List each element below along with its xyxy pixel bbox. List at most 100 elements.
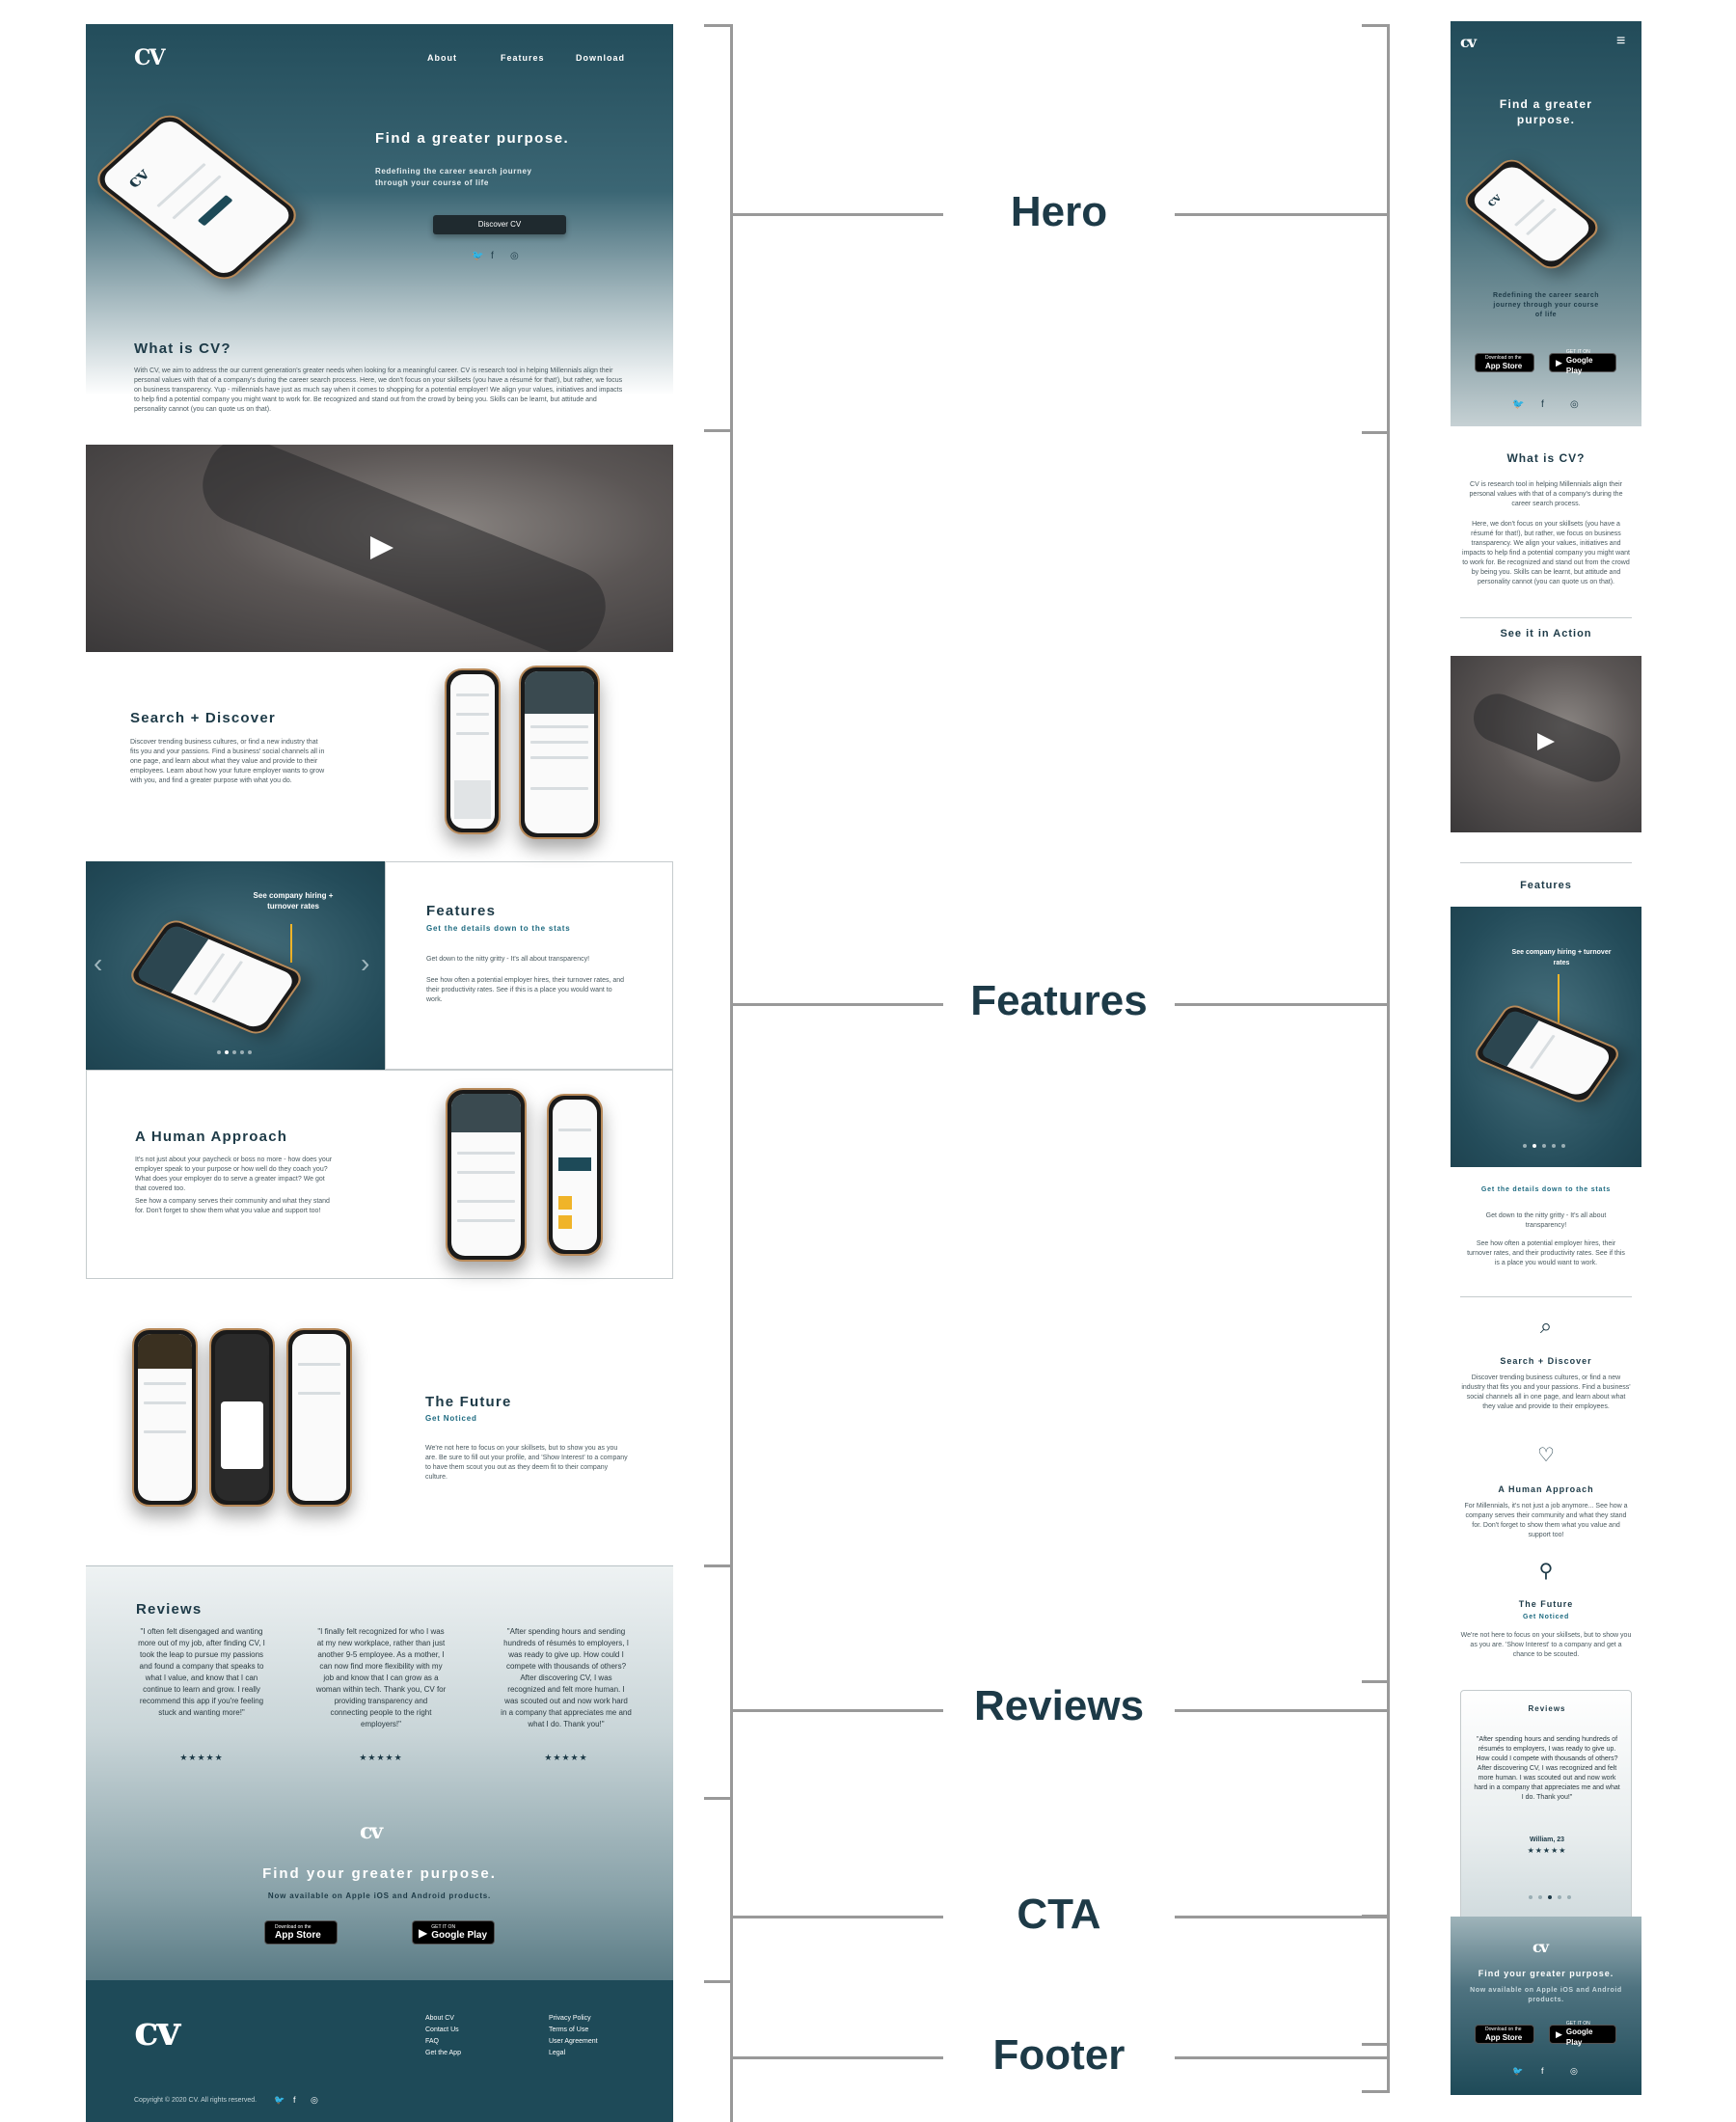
- reviews-title: Reviews: [136, 1601, 203, 1618]
- carousel-prev-arrow[interactable]: ‹: [94, 948, 103, 978]
- carousel-dot-1[interactable]: [217, 1050, 221, 1054]
- carousel-dot-5[interactable]: [248, 1050, 252, 1054]
- footer-logo[interactable]: cv: [134, 2007, 180, 2054]
- mobile-what-p1: CV is research tool in helping Millennia…: [1469, 481, 1623, 507]
- hamburger-menu-icon[interactable]: ≡: [1616, 33, 1626, 49]
- play-icon[interactable]: [370, 536, 393, 559]
- carousel-dot-3[interactable]: [232, 1050, 236, 1054]
- m-review-dot-5[interactable]: [1567, 1895, 1571, 1899]
- footer-link-legal[interactable]: Legal: [549, 2050, 566, 2056]
- mobile-reviews-title: Reviews: [1528, 1704, 1566, 1713]
- mobile-feature-p2: See how often a potential employer hires…: [1467, 1240, 1625, 1266]
- twitter-icon[interactable]: 🐦: [1512, 399, 1525, 410]
- future-phone-3: [286, 1328, 352, 1507]
- review-3-stars: ★★★★★: [544, 1753, 588, 1762]
- carousel-dot-4[interactable]: [240, 1050, 244, 1054]
- m-review-dot-4[interactable]: [1558, 1895, 1561, 1899]
- mobile-future-subtitle: Get Noticed: [1522, 1614, 1570, 1620]
- mobile-cta-title: Find your greater purpose.: [1478, 1969, 1614, 1978]
- m-review-dot-2[interactable]: [1538, 1895, 1542, 1899]
- cta-subtitle: Now available on Apple iOS and Android p…: [267, 1891, 492, 1900]
- label-hero: Hero: [1010, 188, 1108, 235]
- review-3: "After spending hours and sending hundre…: [501, 1627, 632, 1728]
- footer: cv Copyright © 2020 CV. All rights reser…: [86, 1980, 673, 2122]
- mobile-review-author: William, 23: [1529, 1836, 1565, 1843]
- m-carousel-dot-4[interactable]: [1552, 1144, 1556, 1148]
- cta-title: Find your greater purpose.: [262, 1865, 497, 1882]
- footer-link-terms[interactable]: Terms of Use: [549, 2027, 589, 2033]
- features-carousel: See company hiring + turnover rates ‹ ›: [86, 861, 385, 1070]
- app-store-small: Download on the: [275, 1924, 312, 1930]
- facebook-icon[interactable]: f: [1541, 2066, 1544, 2076]
- mobile-features-title: Features: [1520, 880, 1572, 891]
- m-carousel-dot-3[interactable]: [1542, 1144, 1546, 1148]
- twitter-icon[interactable]: 🐦: [274, 2095, 285, 2105]
- label-reviews: Reviews: [973, 1682, 1145, 1729]
- video-player[interactable]: [86, 445, 673, 652]
- nav-features[interactable]: Features: [501, 53, 545, 63]
- m-review-dot-3[interactable]: [1548, 1895, 1552, 1899]
- footer-link-about[interactable]: About CV: [425, 2015, 454, 2022]
- m-carousel-dot-5[interactable]: [1561, 1144, 1565, 1148]
- mobile-video-player[interactable]: [1451, 656, 1641, 832]
- discover-button[interactable]: Discover CV: [433, 215, 566, 234]
- mobile-hero-subtitle: Redefining the career search journey thr…: [1492, 292, 1600, 318]
- footer-link-agreement[interactable]: User Agreement: [549, 2038, 598, 2045]
- twitter-icon[interactable]: 🐦: [472, 251, 484, 261]
- nav-about[interactable]: About: [427, 53, 457, 63]
- mobile-feature-callout: See company hiring + turnover rates: [1511, 949, 1612, 966]
- label-cta: CTA: [1017, 1891, 1101, 1938]
- what-title: What is CV?: [134, 340, 231, 357]
- logo[interactable]: CV: [134, 45, 166, 70]
- mobile-review-stars: ★★★★★: [1527, 1846, 1567, 1855]
- phone-logo: cv: [122, 165, 154, 192]
- mobile-search-body: Discover trending business cultures, or …: [1461, 1374, 1631, 1410]
- footer-link-get-app[interactable]: Get the App: [425, 2050, 461, 2056]
- mobile-action-title: See it in Action: [1500, 628, 1592, 639]
- mobile-logo[interactable]: cv: [1460, 33, 1477, 51]
- m-carousel-dot-1[interactable]: [1523, 1144, 1527, 1148]
- footer-link-faq[interactable]: FAQ: [425, 2038, 440, 2045]
- m-review-dot-1[interactable]: [1529, 1895, 1533, 1899]
- instagram-icon[interactable]: ◎: [311, 2095, 318, 2105]
- future-body: We're not here to focus on your skillset…: [425, 1445, 628, 1481]
- play-icon[interactable]: [1537, 733, 1555, 750]
- instagram-icon[interactable]: ◎: [1570, 399, 1579, 410]
- features-text-card: Features Get the details down to the sta…: [385, 861, 673, 1070]
- review-2-stars: ★★★★★: [359, 1753, 403, 1762]
- twitter-icon[interactable]: 🐦: [1512, 2066, 1524, 2076]
- app-store-big: App Store: [275, 1930, 321, 1941]
- play-store-icon: ▶: [1556, 2028, 1562, 2039]
- mobile-human-body: For Millennials, it's not just a job any…: [1464, 1503, 1628, 1538]
- cta-logo: cv: [360, 1819, 383, 1844]
- instagram-icon[interactable]: ◎: [510, 251, 519, 261]
- video-hand-phone: [191, 445, 617, 652]
- facebook-icon[interactable]: f: [293, 2095, 296, 2105]
- desktop-mockup: CV About Features Download cv Find a gre…: [86, 24, 673, 2122]
- facebook-icon[interactable]: f: [1541, 399, 1544, 410]
- mf-app-small: Download on the: [1485, 2026, 1522, 2032]
- feature-phone-image: [125, 916, 307, 1038]
- copyright: Copyright © 2020 CV. All rights reserved…: [134, 2097, 258, 2104]
- search-phone-1: [445, 668, 501, 834]
- google-play-small: GET IT ON: [431, 1924, 456, 1930]
- carousel-dot-2[interactable]: [225, 1050, 229, 1054]
- footer-link-privacy[interactable]: Privacy Policy: [549, 2015, 591, 2022]
- footer-link-contact[interactable]: Contact Us: [425, 2027, 459, 2033]
- instagram-icon[interactable]: ◎: [1570, 2066, 1578, 2076]
- feature-callout: See company hiring + turnover rates: [253, 891, 334, 911]
- facebook-icon[interactable]: f: [491, 251, 494, 261]
- hero-title: Find a greater purpose.: [375, 130, 570, 147]
- mobile-cta-logo: cv: [1533, 1938, 1549, 1956]
- m-carousel-dot-2[interactable]: [1533, 1144, 1536, 1148]
- heart-hand-icon: ♡: [1537, 1445, 1555, 1466]
- mobile-cta-footer: cv Find your greater purpose. Now availa…: [1451, 1917, 1641, 2095]
- carousel-next-arrow[interactable]: ›: [361, 948, 370, 978]
- nav-download[interactable]: Download: [576, 53, 625, 63]
